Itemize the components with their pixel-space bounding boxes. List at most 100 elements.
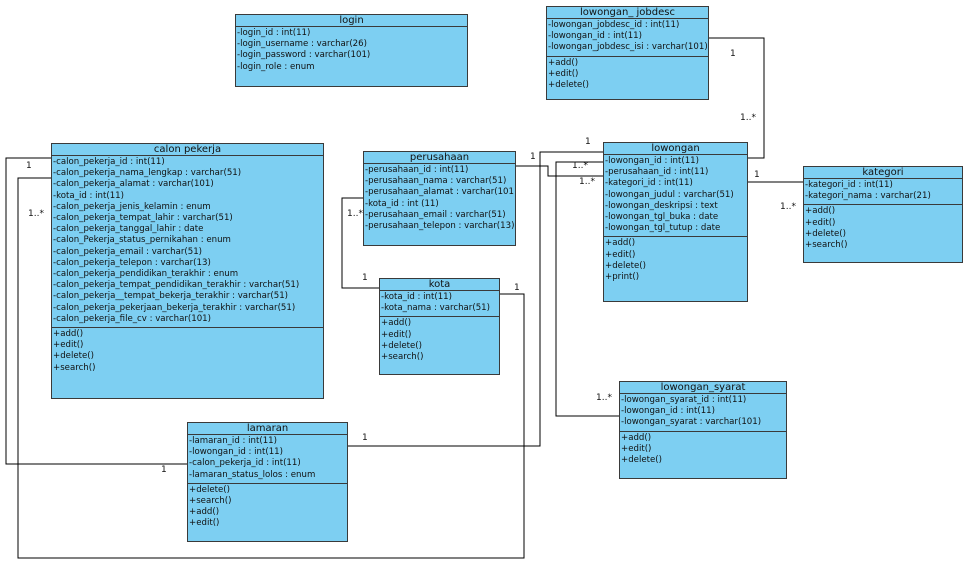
attribute-list: -lamaran_id : int(11) -lowongan_id : int… <box>188 435 347 484</box>
attribute: -calon_pekerja_tanggal_lahir : date <box>53 224 204 235</box>
multiplicity-label: 1 <box>585 137 591 147</box>
operation: +edit() <box>189 518 220 529</box>
class-name: lamaran <box>188 423 347 435</box>
class-name: lowongan_ jobdesc <box>547 7 708 19</box>
multiplicity-label: 1..* <box>347 209 363 219</box>
class-name: kategori <box>804 167 962 179</box>
multiplicity-label: 1 <box>26 161 32 171</box>
operation: +search() <box>805 240 848 251</box>
class-lowongan-jobdesc[interactable]: lowongan_ jobdesc -lowongan_jobdesc_id :… <box>546 6 709 100</box>
operation: +edit() <box>605 249 636 260</box>
operation: +edit() <box>53 340 84 351</box>
operation: +add() <box>605 238 636 249</box>
assoc-calonpekerja-lamaran <box>5 157 188 465</box>
attribute: -calon_pekerja_id : int(11) <box>189 458 301 469</box>
attribute: -kategori_id : int(11) <box>605 178 693 189</box>
attribute-list: -kategori_id : int(11) -kategori_nama : … <box>804 179 962 206</box>
operation-list: +add() +edit() +delete() <box>547 57 708 94</box>
operation: +delete() <box>189 484 230 495</box>
attribute: -kota_id : int(11) <box>381 292 453 302</box>
attribute: -perusahaan_email : varchar(51) <box>365 209 506 220</box>
attribute: -calon_pekerja_email : varchar(51) <box>53 246 203 257</box>
class-name: calon pekerja <box>52 144 323 156</box>
attribute: -calon_Pekerja_status_pernikahan : enum <box>53 235 231 246</box>
multiplicity-label: 1..* <box>740 113 756 123</box>
attribute: -perusahaan_alamat : varchar(101) <box>365 187 514 198</box>
class-lamaran[interactable]: lamaran -lamaran_id : int(11) -lowongan_… <box>187 422 348 542</box>
multiplicity-label: 1..* <box>579 177 595 187</box>
operation: +search() <box>189 496 232 507</box>
class-perusahaan[interactable]: perusahaan -perusahaan_id : int(11) -per… <box>363 151 516 246</box>
class-login[interactable]: login -login_id : int(11) -login_usernam… <box>235 14 468 87</box>
operation: +edit() <box>548 68 579 79</box>
class-kategori[interactable]: kategori -kategori_id : int(11) -kategor… <box>803 166 963 263</box>
multiplicity-label: 1 <box>362 433 368 443</box>
attribute: -lowongan_id : int(11) <box>548 31 642 42</box>
attribute: -calon_pekerja_alamat : varchar(101) <box>53 179 214 190</box>
class-name: lowongan_syarat <box>620 382 786 394</box>
attribute-list: -lowongan_syarat_id : int(11) -lowongan_… <box>620 394 786 432</box>
multiplicity-label: 1 <box>530 152 536 162</box>
assoc-lowongan-syarat <box>555 161 620 417</box>
operation-list: +delete() +search() +add() +edit() <box>188 484 347 532</box>
attribute: -perusahaan_nama : varchar(51) <box>365 176 507 187</box>
class-name: login <box>236 15 467 27</box>
attribute: -lowongan_tgl_tutup : date <box>605 223 721 234</box>
class-lowongan-syarat[interactable]: lowongan_syarat -lowongan_syarat_id : in… <box>619 381 787 479</box>
attribute: -kota_id : int (11) <box>365 198 439 209</box>
attribute: -perusahaan_id : int(11) <box>605 167 709 178</box>
class-calon-pekerja[interactable]: calon pekerja -calon_pekerja_id : int(11… <box>51 143 324 399</box>
attribute: -calon_pekerja_telepon : varchar(13) <box>53 257 211 268</box>
operation: +edit() <box>805 217 836 228</box>
operation: +delete() <box>605 260 646 271</box>
operation: +edit() <box>621 443 652 454</box>
attribute: -calon_pekerja_pendidikan_terakhir : enu… <box>53 269 239 280</box>
operation: +edit() <box>381 329 412 340</box>
attribute: -calon_pekerja_nama_lengkap : varchar(51… <box>53 168 242 179</box>
attribute: -calon_pekerja_jenis_kelamin : enum <box>53 201 211 212</box>
attribute: -kota_id : int(11) <box>53 190 125 201</box>
attribute: -perusahaan_id : int(11) <box>365 165 469 175</box>
multiplicity-label: 1 <box>730 49 736 59</box>
assoc-kota-perusahaan <box>341 197 380 289</box>
operation: +add() <box>805 206 836 217</box>
attribute: -lamaran_id : int(11) <box>189 436 277 446</box>
attribute: -calon_pekerja_file_cv : varchar(101) <box>53 313 211 324</box>
attribute: -lowongan_tgl_buka : date <box>605 212 719 223</box>
attribute: -login_password : varchar(101) <box>237 50 371 61</box>
attribute-list: -login_id : int(11) -login_username : va… <box>236 27 467 75</box>
class-kota[interactable]: kota -kota_id : int(11) -kota_nama : var… <box>379 278 500 375</box>
attribute: -lowongan_syarat : varchar(101) <box>621 417 762 428</box>
attribute: -kategori_id : int(11) <box>805 180 893 190</box>
attribute: -lowongan_id : int(11) <box>605 156 699 166</box>
attribute: -calon_pekerja_tempat_pendidikan_terakhi… <box>53 280 300 291</box>
attribute: -calon_pekerja_id : int(11) <box>53 157 165 167</box>
operation: +delete() <box>805 228 846 239</box>
attribute: -perusahaan_telepon : varchar(13) <box>365 221 514 232</box>
attribute: -lowongan_id : int(11) <box>621 406 715 417</box>
class-lowongan[interactable]: lowongan -lowongan_id : int(11) -perusah… <box>603 142 748 302</box>
attribute-list: -lowongan_jobdesc_id : int(11) -lowongan… <box>547 19 708 57</box>
attribute: -lowongan_id : int(11) <box>189 447 283 458</box>
attribute: -lowongan_jobdesc_id : int(11) <box>548 20 680 30</box>
attribute: -kategori_nama : varchar(21) <box>805 191 931 202</box>
multiplicity-label: 1 <box>362 273 368 283</box>
assoc-perusahaan-lowongan <box>516 165 604 177</box>
class-name: lowongan <box>604 143 747 155</box>
operation-list: +add() +edit() +delete() <box>620 432 786 469</box>
operation: +delete() <box>621 455 662 466</box>
operation: +search() <box>381 352 424 363</box>
attribute: -login_role : enum <box>237 61 315 72</box>
attribute: -calon_pekerja__tempat_bekerja_terakhir … <box>53 291 289 302</box>
operation-list: +add() +edit() +delete() +print() <box>604 237 747 285</box>
class-name: kota <box>380 279 499 291</box>
assoc-kota-calonpekerja <box>17 177 525 559</box>
attribute-list: -kota_id : int(11) -kota_nama : varchar(… <box>380 291 499 318</box>
multiplicity-label: 1..* <box>28 209 44 219</box>
attribute: -lowongan_jobdesc_isi : varchar(101) <box>548 42 707 53</box>
class-name: perusahaan <box>364 152 515 164</box>
multiplicity-label: 1..* <box>780 202 796 212</box>
multiplicity-label: 1 <box>161 465 167 475</box>
operation: +add() <box>621 432 652 443</box>
